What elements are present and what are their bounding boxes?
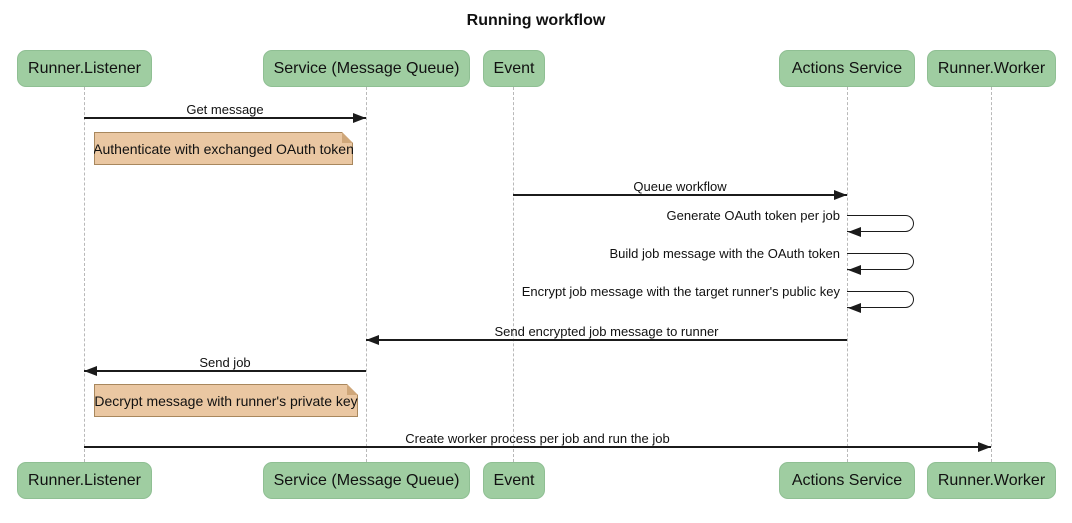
actor-top-runner-worker: Runner.Worker [927,50,1056,87]
arrowhead-left-icon [848,227,861,237]
lifeline-runner-worker [991,87,992,462]
lifeline-actions-service [847,87,848,462]
arrowhead-left-icon [84,366,97,376]
msg-build-job-message-label: Build job message with the OAuth token [609,246,840,261]
arrowhead-left-icon [366,335,379,345]
lifeline-runner-listener [84,87,85,462]
msg-send-job-label: Send job [199,355,251,370]
actor-top-service-message-queue: Service (Message Queue) [263,50,470,87]
msg-send-encrypted-label: Send encrypted job message to runner [494,324,719,339]
note-fold-icon [342,132,353,143]
note-decrypt: Decrypt message with runner's private ke… [94,384,358,417]
msg-generate-oauth-label: Generate OAuth token per job [666,208,840,223]
msg-send-encrypted-line [366,339,847,341]
msg-create-worker-label: Create worker process per job and run th… [405,431,670,446]
msg-queue-workflow-line [513,194,847,196]
msg-encrypt-job-message-label: Encrypt job message with the target runn… [521,284,840,299]
arrowhead-right-icon [834,190,847,200]
actor-bottom-runner-listener: Runner.Listener [17,462,152,499]
msg-create-worker-line [84,446,991,448]
actor-top-event: Event [483,50,545,87]
actor-bottom-runner-worker: Runner.Worker [927,462,1056,499]
arrowhead-right-icon [978,442,991,452]
note-authenticate: Authenticate with exchanged OAuth token [94,132,353,165]
msg-queue-workflow-label: Queue workflow [633,179,727,194]
arrowhead-left-icon [848,265,861,275]
note-fold-icon [347,384,358,395]
arrowhead-left-icon [848,303,861,313]
msg-send-job-line [84,370,366,372]
diagram-title: Running workflow [466,12,606,29]
msg-generate-oauth-loop [847,215,914,232]
msg-get-message-line [84,117,366,119]
actor-bottom-event: Event [483,462,545,499]
msg-get-message-label: Get message [186,102,264,117]
msg-encrypt-job-message-loop [847,291,914,308]
actor-bottom-actions-service: Actions Service [779,462,915,499]
actor-bottom-service-message-queue: Service (Message Queue) [263,462,470,499]
msg-build-job-message-loop [847,253,914,270]
actor-top-runner-listener: Runner.Listener [17,50,152,87]
lifeline-service-message-queue [366,87,367,462]
lifeline-event [513,87,514,462]
arrowhead-right-icon [353,113,366,123]
actor-top-actions-service: Actions Service [779,50,915,87]
